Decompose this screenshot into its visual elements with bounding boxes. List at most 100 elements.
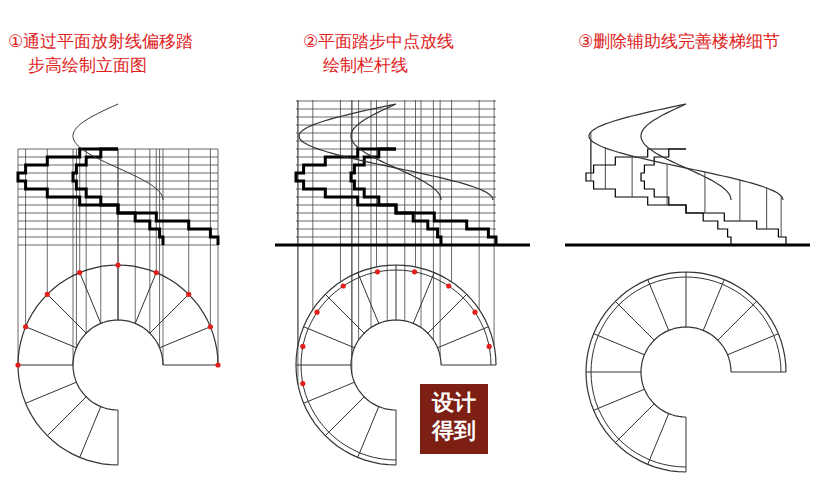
tread-line — [304, 327, 355, 348]
marker-dot — [23, 324, 28, 329]
guide-line — [296, 117, 496, 118]
tread-line — [304, 382, 355, 403]
projection-line — [149, 149, 150, 333]
baluster — [632, 156, 633, 197]
step-title: ③删除辅助线完善楼梯细节 — [578, 30, 828, 54]
marker-dot — [314, 310, 319, 315]
step-profile — [586, 149, 786, 245]
tread-line — [18, 365, 73, 366]
tread-line — [325, 294, 364, 333]
projection-line — [218, 149, 219, 365]
plan-outer-arc — [586, 272, 786, 472]
baluster — [667, 164, 668, 205]
projection-line — [358, 100, 359, 340]
tread-line — [118, 410, 119, 465]
plan-outer-arc — [18, 265, 218, 465]
tread-line — [135, 273, 156, 324]
tread-line — [80, 273, 101, 324]
tread-line — [594, 334, 645, 355]
watermark: 设计 得到 — [420, 389, 488, 444]
marker-dot — [375, 269, 380, 274]
projection-line — [159, 149, 160, 348]
step-profile — [296, 149, 496, 245]
tread-line — [686, 272, 687, 327]
handrail-curve — [641, 104, 731, 200]
projection-line — [415, 100, 416, 267]
baluster — [781, 196, 782, 237]
tread-line — [648, 414, 669, 465]
step-profile — [18, 149, 218, 245]
handrail-curve — [73, 104, 163, 200]
marker-dot — [300, 381, 305, 386]
baluster — [605, 148, 606, 189]
marker-dot — [341, 283, 346, 288]
tread-line — [441, 365, 496, 366]
marker-dot — [208, 324, 213, 329]
tread-line — [163, 365, 218, 366]
marker-dot — [412, 269, 417, 274]
tread-line — [80, 407, 101, 458]
guide-line — [296, 109, 496, 110]
marker-dot — [487, 344, 492, 349]
marker-dot — [472, 310, 477, 315]
tread-line — [47, 397, 86, 436]
projection-line — [135, 149, 136, 323]
tread-line — [438, 327, 489, 348]
projection-line — [100, 149, 101, 323]
marker-dot — [15, 362, 20, 367]
marker-dot — [215, 362, 220, 367]
tread-line — [26, 382, 77, 403]
marker-dot — [45, 292, 50, 297]
projection-line — [79, 149, 80, 273]
tread-line — [594, 389, 645, 410]
ground-line — [565, 244, 810, 247]
marker-dot — [77, 270, 82, 275]
guide-line — [296, 125, 496, 126]
plan-inner-arc — [641, 327, 731, 417]
step-title: ①通过平面放射线偏移踏步高绘制立面图 — [8, 30, 208, 78]
step-title: ②平面踏步中点放线绘制栏杆线 — [303, 30, 463, 78]
guide-line — [296, 173, 496, 174]
plan-outer-arc — [296, 265, 496, 465]
step-profile — [641, 149, 731, 245]
tread-line — [703, 280, 724, 331]
ground-line — [275, 244, 530, 247]
tread-line — [396, 410, 397, 465]
step-profile — [73, 149, 163, 245]
watermark-box — [420, 384, 488, 454]
tread-line — [586, 372, 641, 373]
baluster — [704, 172, 705, 213]
tread-line — [718, 301, 757, 340]
handrail-curve — [351, 104, 441, 200]
tread-line — [686, 417, 687, 472]
guide-line — [296, 237, 496, 238]
projection-line — [387, 100, 388, 321]
projection-line — [340, 100, 341, 282]
tread-line — [413, 273, 434, 324]
guide-line — [296, 141, 496, 142]
marker-dot — [446, 283, 451, 288]
marker-dot — [300, 344, 305, 349]
projection-line — [118, 149, 119, 320]
guide-line — [296, 133, 496, 134]
projection-line — [370, 100, 371, 328]
tread-line — [358, 273, 379, 324]
plan-inner-arc — [73, 320, 163, 410]
handrail-curve — [299, 104, 493, 200]
projection-line — [451, 100, 452, 282]
tread-line — [47, 294, 86, 333]
baluster — [590, 132, 591, 173]
projection-line — [76, 149, 77, 348]
projection-line — [163, 149, 164, 365]
tread-line — [428, 294, 467, 333]
step-profile — [351, 149, 441, 245]
tread-line — [731, 372, 786, 373]
tread-line — [615, 404, 654, 443]
guide-line — [296, 101, 496, 102]
projection-line — [25, 149, 26, 327]
marker-dot — [186, 292, 191, 297]
tread-line — [325, 397, 364, 436]
tread-line — [160, 327, 211, 348]
marker-dot — [154, 270, 159, 275]
projection-line — [494, 100, 495, 345]
